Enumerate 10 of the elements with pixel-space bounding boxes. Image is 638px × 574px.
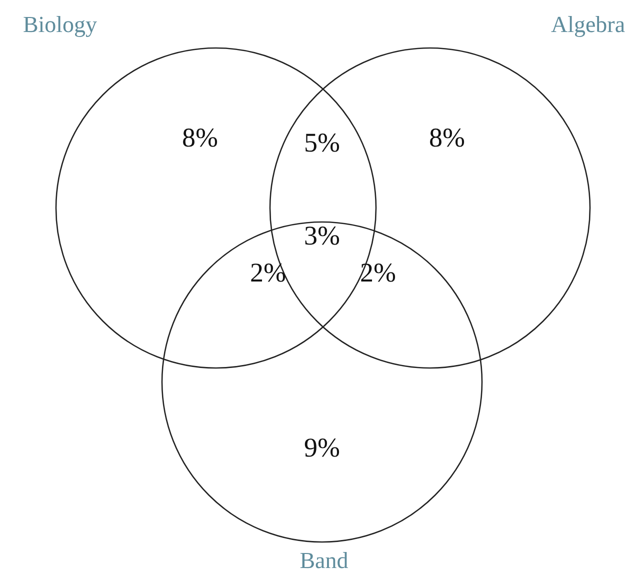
percentage-label: 8%: [429, 122, 465, 154]
percentage-label: 2%: [360, 258, 396, 288]
percentage-label: 2%: [250, 258, 286, 288]
set-label: Algebra: [550, 12, 626, 38]
set-label: Biology: [22, 12, 98, 38]
percentage-label: 8%: [182, 122, 218, 154]
set-label: Band: [300, 548, 348, 574]
percentage-label: 3%: [304, 220, 340, 252]
percentage-label: 5%: [304, 128, 340, 158]
percentage-label: 9%: [304, 432, 340, 464]
